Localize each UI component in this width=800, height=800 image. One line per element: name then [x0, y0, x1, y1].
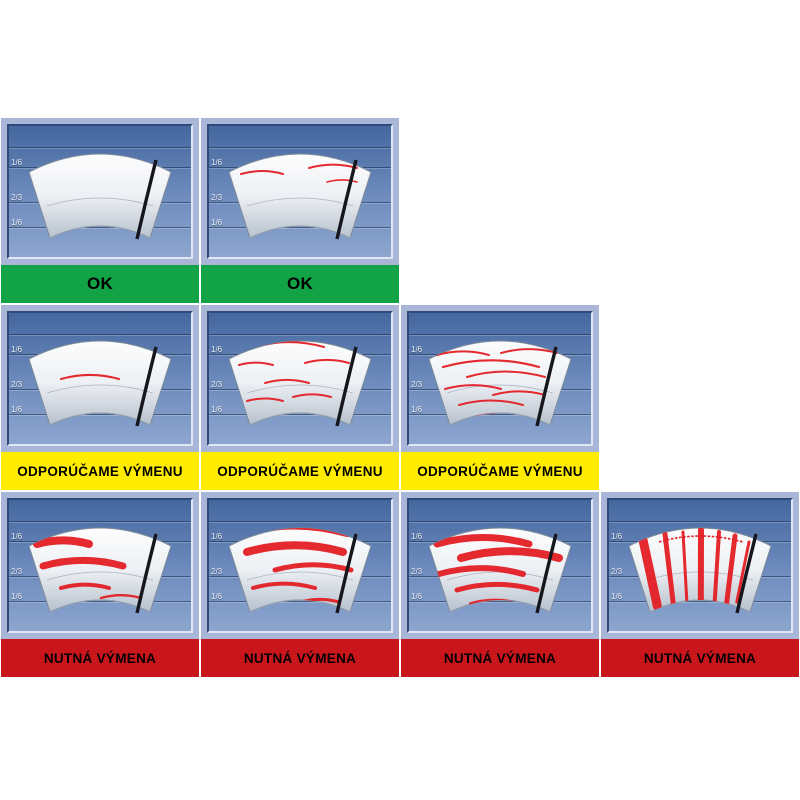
- fraction-label-middle: 2/3: [611, 567, 623, 576]
- status-label-replace: NUTNÁ VÝMENA: [601, 639, 799, 677]
- wiper-frame: 1/6 2/3 1/6: [407, 498, 593, 633]
- wiper-frame: 1/6 2/3 1/6: [207, 498, 393, 633]
- fraction-label-bottom: 1/6: [11, 592, 23, 601]
- wiper-swath-illustration: [228, 527, 372, 614]
- fraction-label-top: 1/6: [11, 532, 23, 541]
- wiper-swath-illustration: [28, 340, 172, 427]
- wiper-panel: 1/6 2/3 1/6: [1, 118, 199, 265]
- status-label-warn: ODPORÚČAME VÝMENU: [1, 452, 199, 490]
- grid-line: [409, 521, 591, 522]
- wiper-frame: 1/6 2/3 1/6: [207, 311, 393, 446]
- fraction-label-middle: 2/3: [11, 567, 23, 576]
- fraction-label-middle: 2/3: [411, 567, 423, 576]
- status-label-replace: NUTNÁ VÝMENA: [401, 639, 599, 677]
- grid-line: [409, 334, 591, 335]
- grid-line: [209, 414, 391, 415]
- fraction-label-middle: 2/3: [11, 380, 23, 389]
- fraction-label-bottom: 1/6: [11, 405, 23, 414]
- grid-line: [9, 334, 191, 335]
- wiper-cell-r3c4: 1/6 2/3 1/6 NUTNÁ VÝMENA: [601, 492, 799, 677]
- fraction-label-bottom: 1/6: [211, 405, 223, 414]
- wiper-swath-illustration: [628, 527, 772, 614]
- wiper-swath-illustration: [428, 340, 572, 427]
- fraction-label-bottom: 1/6: [211, 592, 223, 601]
- wiper-panel: 1/6 2/3 1/6: [601, 492, 799, 639]
- wiper-cell-r2c2: 1/6 2/3 1/6 ODPORÚČAME VÝMENU: [201, 305, 399, 490]
- wiper-frame: 1/6 2/3 1/6: [7, 498, 193, 633]
- grid-line: [409, 601, 591, 602]
- grid-line: [209, 521, 391, 522]
- status-label-ok: OK: [1, 265, 199, 303]
- wiper-cell-r2c1: 1/6 2/3 1/6 ODPORÚČAME VÝMENU: [1, 305, 199, 490]
- fraction-label-middle: 2/3: [11, 193, 23, 202]
- grid-line: [9, 227, 191, 228]
- wiper-cell-r3c3: 1/6 2/3 1/6 NUTNÁ VÝMENA: [401, 492, 599, 677]
- wiper-panel: 1/6 2/3 1/6: [401, 305, 599, 452]
- fraction-label-top: 1/6: [611, 532, 623, 541]
- grid-line: [209, 601, 391, 602]
- grid-line: [9, 601, 191, 602]
- status-label-ok: OK: [201, 265, 399, 303]
- wiper-cell-r3c2: 1/6 2/3 1/6 NUTNÁ VÝMENA: [201, 492, 399, 677]
- fraction-label-top: 1/6: [11, 158, 23, 167]
- fraction-label-top: 1/6: [211, 345, 223, 354]
- wiper-cell-r1c2: 1/6 2/3 1/6 OK: [201, 118, 399, 303]
- wiper-frame: 1/6 2/3 1/6: [407, 311, 593, 446]
- grid-line: [609, 601, 791, 602]
- wiper-frame: 1/6 2/3 1/6: [607, 498, 793, 633]
- fraction-label-bottom: 1/6: [411, 405, 423, 414]
- wiper-swath-illustration: [228, 340, 372, 427]
- fraction-label-top: 1/6: [11, 345, 23, 354]
- wiper-panel: 1/6 2/3 1/6: [201, 305, 399, 452]
- grid-line: [609, 521, 791, 522]
- wiper-cell-r1c1: 1/6 2/3 1/6 OK: [1, 118, 199, 303]
- wiper-frame: 1/6 2/3 1/6: [7, 124, 193, 259]
- status-label-warn: ODPORÚČAME VÝMENU: [201, 452, 399, 490]
- wiper-frame: 1/6 2/3 1/6: [207, 124, 393, 259]
- wiper-cell-r3c1: 1/6 2/3 1/6 NUTNÁ VÝMENA: [1, 492, 199, 677]
- wiper-frame: 1/6 2/3 1/6: [7, 311, 193, 446]
- wiper-swath-illustration: [428, 527, 572, 614]
- grid-line: [9, 414, 191, 415]
- grid-line: [9, 521, 191, 522]
- wiper-panel: 1/6 2/3 1/6: [201, 118, 399, 265]
- fraction-label-top: 1/6: [211, 532, 223, 541]
- fraction-label-bottom: 1/6: [211, 218, 223, 227]
- status-label-replace: NUTNÁ VÝMENA: [201, 639, 399, 677]
- fraction-label-middle: 2/3: [211, 193, 223, 202]
- fraction-label-middle: 2/3: [211, 380, 223, 389]
- wiper-swath-illustration: [28, 153, 172, 240]
- wiper-swath-illustration: [28, 527, 172, 614]
- wiper-cell-r2c3: 1/6 2/3 1/6 ODPORÚČAME VÝMENU: [401, 305, 599, 490]
- fraction-label-bottom: 1/6: [411, 592, 423, 601]
- grid-line: [209, 227, 391, 228]
- grid-line: [409, 414, 591, 415]
- status-label-warn: ODPORÚČAME VÝMENU: [401, 452, 599, 490]
- wiper-panel: 1/6 2/3 1/6: [201, 492, 399, 639]
- grid-line: [209, 334, 391, 335]
- fraction-label-top: 1/6: [211, 158, 223, 167]
- fraction-label-bottom: 1/6: [11, 218, 23, 227]
- grid-line: [9, 147, 191, 148]
- status-label-replace: NUTNÁ VÝMENA: [1, 639, 199, 677]
- grid-line: [209, 147, 391, 148]
- fraction-label-bottom: 1/6: [611, 592, 623, 601]
- wiper-panel: 1/6 2/3 1/6: [401, 492, 599, 639]
- fraction-label-top: 1/6: [411, 532, 423, 541]
- wiper-swath-illustration: [228, 153, 372, 240]
- wiper-panel: 1/6 2/3 1/6: [1, 492, 199, 639]
- wiper-panel: 1/6 2/3 1/6: [1, 305, 199, 452]
- fraction-label-top: 1/6: [411, 345, 423, 354]
- fraction-label-middle: 2/3: [411, 380, 423, 389]
- fraction-label-middle: 2/3: [211, 567, 223, 576]
